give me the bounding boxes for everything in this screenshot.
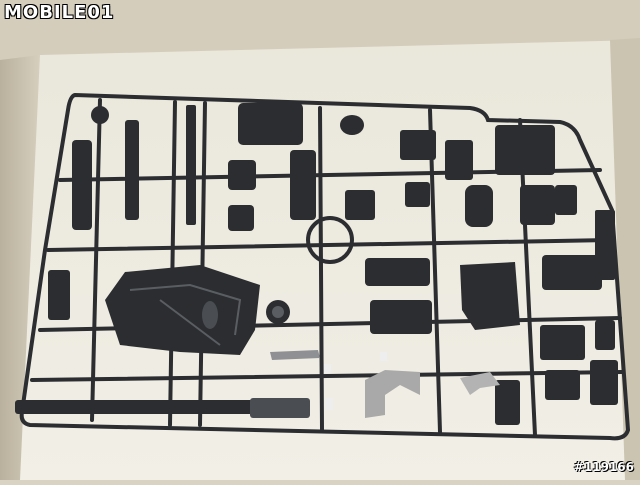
gray-parts [270,350,500,418]
box-top-wall [0,0,640,70]
box-right-wall [610,38,640,480]
middle-right-parts [365,255,618,425]
box-left-wall [0,55,40,480]
sprue-number-tags [324,352,387,410]
image-id-label: #119166 [573,460,634,474]
bottom-rail-part [15,398,310,418]
upper-left-parts [48,103,316,320]
armor-plate-part [105,265,290,355]
watermark-logo: MOBILE01 [4,2,115,23]
runner-ring [306,216,354,264]
